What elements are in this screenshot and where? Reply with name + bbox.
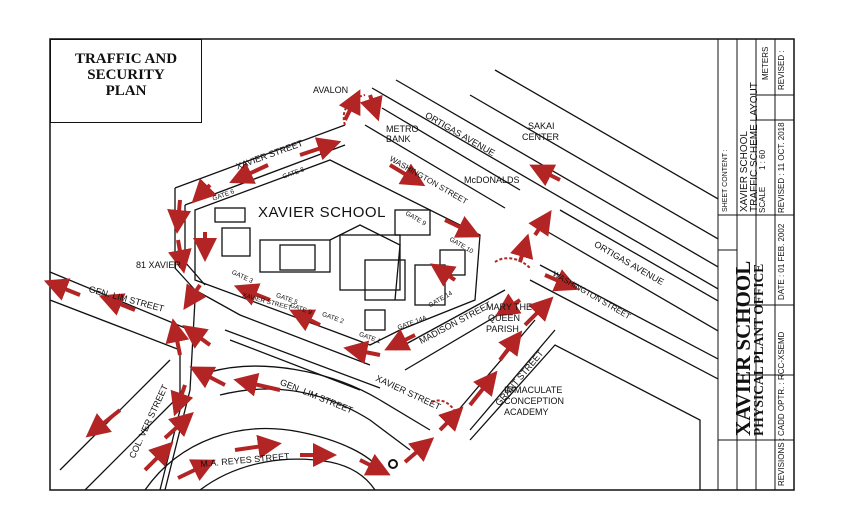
arrow xyxy=(528,210,552,237)
arrow xyxy=(343,340,381,365)
place-sakai-2: CENTER xyxy=(522,132,560,142)
tb-scale-value: 1 : 60 xyxy=(758,149,767,170)
place-ica-1: IMMACULATE xyxy=(504,385,563,395)
arrow xyxy=(544,269,580,292)
school-label: XAVIER SCHOOL xyxy=(258,204,386,221)
tb-date: DATE : 01 FEB. 2002 xyxy=(777,223,786,300)
place-avalon: AVALON xyxy=(313,85,349,95)
arrow xyxy=(438,406,464,432)
arrow xyxy=(183,283,207,310)
place-ica-2: CONCEPTION xyxy=(504,396,565,406)
arrow xyxy=(143,441,174,472)
arrow xyxy=(233,283,271,306)
tb-sheet-content-label: SHEET CONTENT : xyxy=(722,149,729,212)
pedestrian-paths xyxy=(342,94,531,413)
plan-title: TRAFFIC AND SECURITY PLAN xyxy=(51,51,201,99)
place-mary-2: QUEEN xyxy=(488,313,521,323)
ortigas-avenue-north-edge xyxy=(371,87,718,290)
tb-cadd-operator: CADD OPTR. : RCC-XSEMD xyxy=(777,331,786,436)
arrow xyxy=(191,178,217,204)
arrow xyxy=(388,163,426,187)
tb-revised-value: REVISED : 11 OCT. 2018 xyxy=(777,122,786,213)
place-ica-3: ACADEMY xyxy=(504,407,549,417)
place-sakai-1: SAKAI xyxy=(528,121,555,131)
place-metro-bank-2: BANK xyxy=(386,134,411,144)
title-box: TRAFFIC AND SECURITY PLAN xyxy=(50,39,202,123)
arrow xyxy=(177,459,216,482)
arrow xyxy=(510,233,534,263)
arrow xyxy=(167,199,192,234)
arrow xyxy=(189,366,226,389)
title-line-3: PLAN xyxy=(105,82,147,99)
arrow xyxy=(529,164,561,187)
place-81-xavier: 81 XAVIER xyxy=(136,260,181,270)
arrow xyxy=(234,434,282,459)
place-mcdonalds: McDONALDS xyxy=(464,175,520,185)
arrow xyxy=(468,370,498,407)
tb-scale-label: SCALE xyxy=(758,186,767,213)
arrow xyxy=(43,278,81,301)
title-line-2: SECURITY xyxy=(87,66,165,83)
title-line-1: TRAFFIC AND xyxy=(74,51,178,67)
arrow xyxy=(359,453,391,476)
arrow xyxy=(229,162,269,184)
arrow xyxy=(168,239,192,274)
tb-physical-plant-office: PHYSICAL PLANT OFFICE xyxy=(751,263,766,436)
arrow xyxy=(182,324,212,349)
tb-revised-label: REVISED : xyxy=(777,50,786,90)
arrow xyxy=(233,372,281,397)
arrow xyxy=(165,318,190,356)
traffic-arrows xyxy=(43,89,580,482)
arrow xyxy=(98,293,136,316)
place-mary-3: PARISH xyxy=(486,324,519,334)
title-block-frame xyxy=(717,38,795,491)
arrow xyxy=(498,330,523,362)
roundabout-marker xyxy=(388,459,398,469)
arrow xyxy=(495,293,522,317)
arrow xyxy=(85,408,122,438)
ortigas-avenue-north-edge-2 xyxy=(395,79,718,268)
arrow xyxy=(444,215,481,238)
place-metro-bank-1: METRO xyxy=(386,124,419,134)
arrow xyxy=(523,296,554,327)
arrow xyxy=(403,437,435,464)
arrow xyxy=(289,309,321,332)
arrow xyxy=(338,89,361,121)
arrow xyxy=(430,263,457,287)
arrow xyxy=(170,384,194,417)
arrow xyxy=(299,137,342,161)
arrow xyxy=(384,328,416,351)
tb-revisions: REVISIONS : xyxy=(777,437,786,486)
tb-meters: METERS xyxy=(761,46,770,80)
arrow xyxy=(163,411,194,440)
arrow xyxy=(359,94,383,122)
place-mary-1: MARY THE xyxy=(486,302,533,312)
